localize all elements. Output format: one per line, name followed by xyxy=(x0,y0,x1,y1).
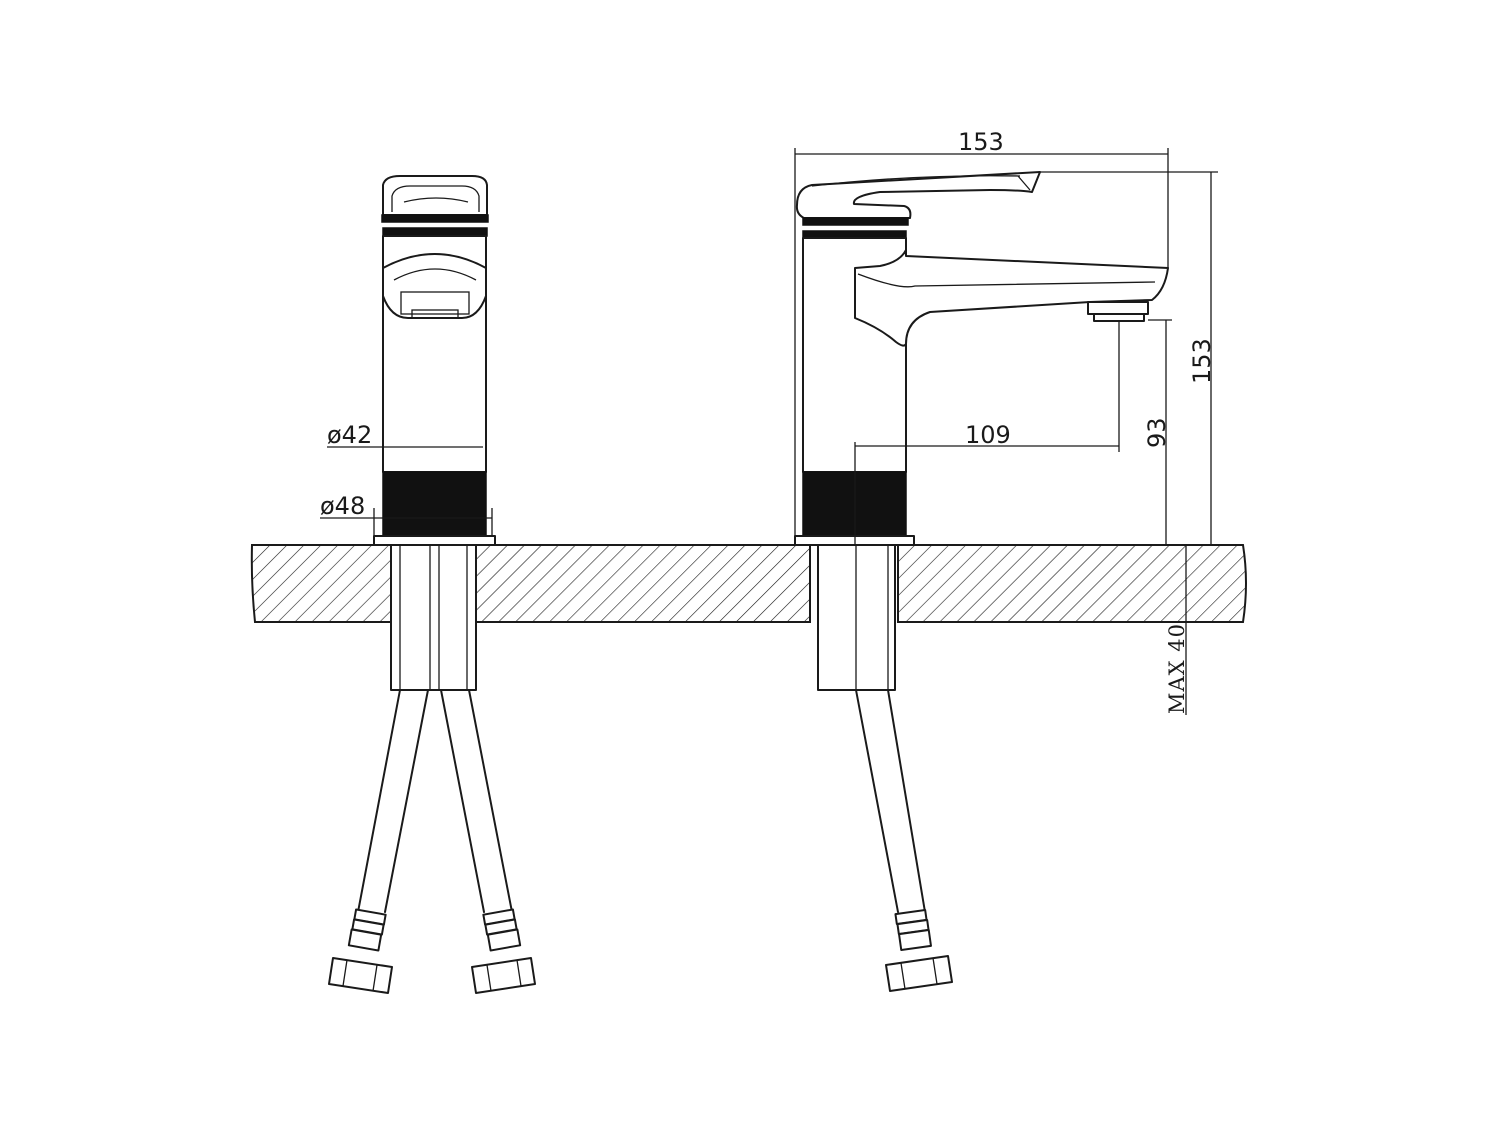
dim-length-153-label: 153 xyxy=(958,128,1004,156)
side-hose-nut xyxy=(885,955,953,992)
front-shank xyxy=(390,544,477,691)
side-cap-band-lower xyxy=(802,230,907,239)
dim-height-153-label: 153 xyxy=(1188,338,1216,384)
front-body xyxy=(382,235,487,473)
front-cap-band xyxy=(381,214,489,223)
side-aerator xyxy=(1087,301,1149,315)
countertop-hatch-middle xyxy=(475,544,811,623)
dim-diameter-48-label: ø48 xyxy=(320,492,365,520)
countertop-section xyxy=(250,544,1247,623)
side-hose xyxy=(855,689,926,913)
front-lever-opening xyxy=(382,253,487,319)
front-hose-left-nut xyxy=(328,957,393,994)
front-base-plate xyxy=(373,535,496,546)
front-view-faucet: ø42 ø48 xyxy=(320,175,536,994)
dim-reach-109-label: 109 xyxy=(965,421,1011,449)
front-hose-left xyxy=(357,689,429,913)
dim-diameter-42-label: ø42 xyxy=(327,421,372,449)
front-cap-band-lower xyxy=(382,227,488,237)
front-hose-right xyxy=(440,689,513,913)
dim-max-40-label: MAX 40 xyxy=(1165,623,1189,714)
countertop-hatch-left xyxy=(250,544,392,623)
countertop-hatch-right xyxy=(897,544,1247,623)
side-lever-handle xyxy=(795,171,1041,219)
front-lever-cap xyxy=(382,175,488,216)
dim-height-93-label: 93 xyxy=(1143,417,1171,448)
side-cap-band xyxy=(802,217,909,226)
front-hose-right-nut xyxy=(471,957,536,994)
side-view-faucet: 153 153 93 109 MAX 40 xyxy=(794,128,1218,992)
front-base-knurl xyxy=(382,471,487,538)
side-spout xyxy=(854,249,1169,347)
